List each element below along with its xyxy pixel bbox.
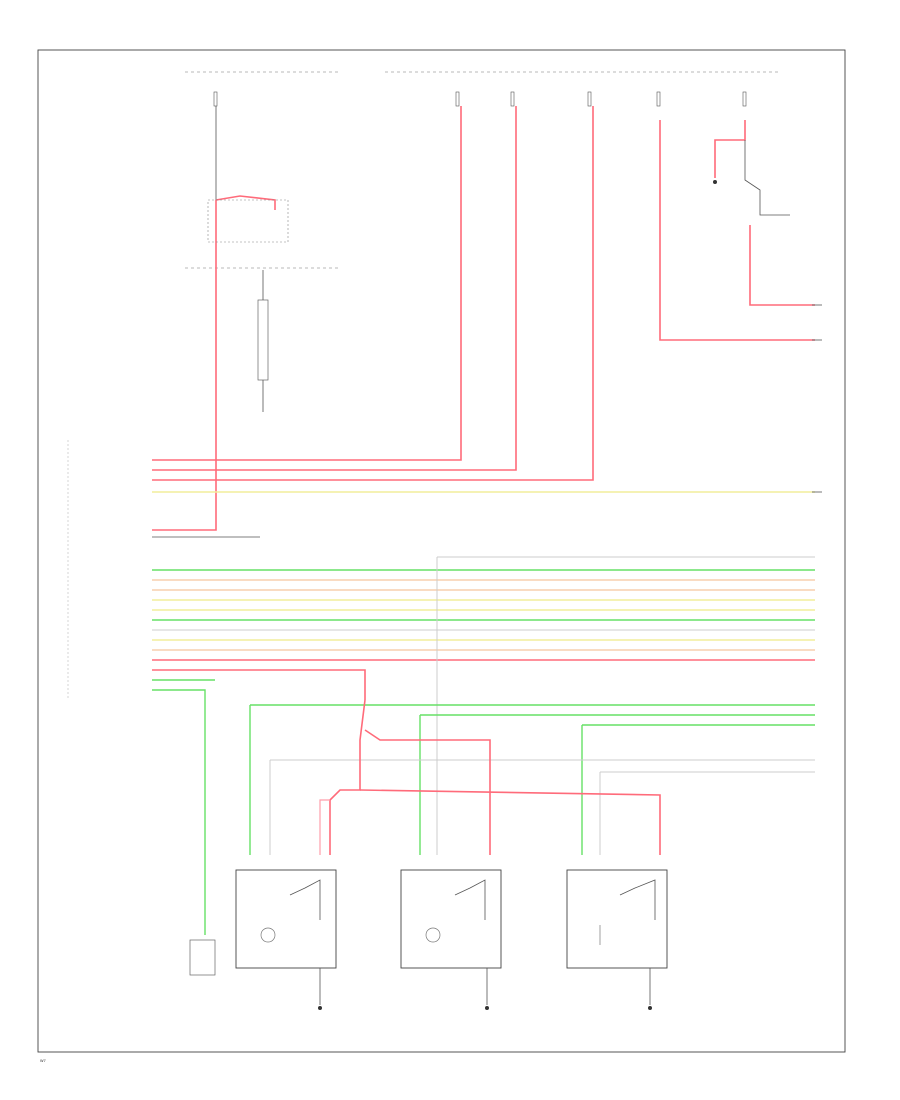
fuse-3 — [510, 91, 515, 107]
component-box-left — [235, 869, 337, 969]
fuse-6 — [742, 91, 747, 107]
grounds — [318, 180, 717, 1010]
relay-block — [207, 199, 289, 243]
diagram-frame — [37, 49, 846, 1053]
fuse-4 — [587, 91, 592, 107]
wire-switch — [744, 140, 790, 216]
wire-red-branch-2 — [364, 729, 491, 855]
wire-feed-3 — [152, 106, 517, 471]
switch-bottom-left — [189, 939, 216, 976]
component-symbols — [260, 879, 656, 945]
wire-feed-left-red — [152, 200, 217, 531]
component-box-right — [566, 869, 668, 969]
ground-top-right — [713, 180, 717, 184]
right-terminals — [812, 304, 822, 493]
wire-feed-5 — [659, 120, 815, 341]
bus-wire-11 — [152, 669, 366, 700]
fuse-1 — [213, 91, 218, 107]
switch-left — [289, 879, 321, 920]
switch-right — [619, 879, 656, 920]
fuse-2 — [455, 91, 460, 107]
wire-feed-6b — [749, 225, 815, 306]
bus-wire-13 — [152, 689, 206, 935]
wire-feed-4 — [152, 106, 594, 481]
lamp-symbol-middle — [425, 927, 441, 943]
wire-feed-6a — [714, 120, 746, 178]
ground-right — [648, 1006, 652, 1010]
footer-code: W7 — [40, 1059, 46, 1063]
fuse-5 — [656, 91, 661, 107]
wire-red-branch-1 — [329, 699, 366, 855]
lamp-symbol-left — [260, 927, 276, 943]
ground-left — [318, 1006, 322, 1010]
component-box-middle — [400, 869, 502, 969]
fuse-group-top — [213, 91, 747, 107]
ground-middle — [485, 1006, 489, 1010]
wire-red-branch-4 — [319, 799, 330, 855]
wire-red-branch-3 — [359, 789, 661, 855]
bus-wires — [152, 569, 815, 935]
wire-feed-2 — [152, 106, 462, 461]
sensor-element — [257, 299, 269, 381]
wire-relay-loop — [215, 195, 276, 210]
switch-middle — [454, 879, 486, 920]
